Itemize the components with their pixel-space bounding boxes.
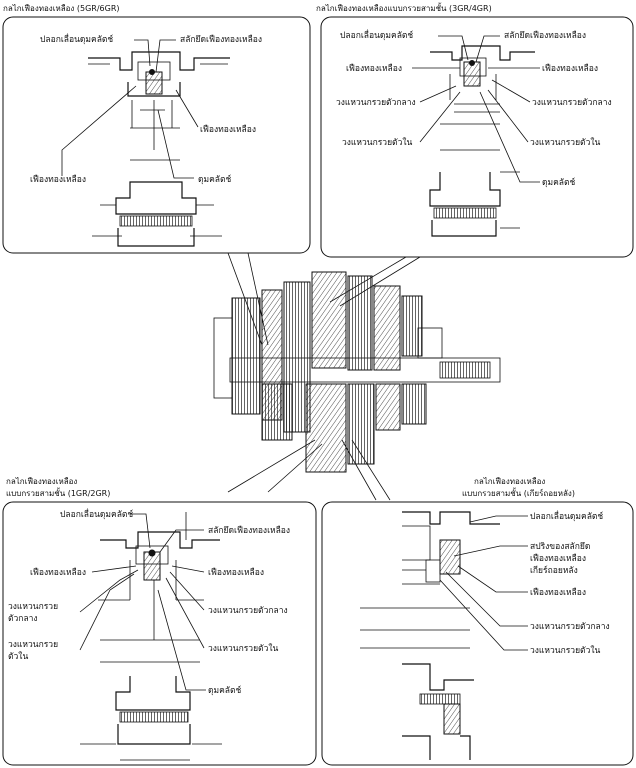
counter-gear-2 [347,383,375,465]
p3-middle-cone-right: วงแหวนกรวยตัวกลาง [208,606,288,616]
p3-key-label: สลักยึดเฟืองทองเหลือง [208,525,290,536]
counter-gear-1 [261,383,293,441]
panel-synchro-3gr-4gr: กลไกเฟืองทองเหลืองแบบกรวยสามชั้น (3GR/4G… [316,2,634,258]
p3-middle-cone-left-1: วงแหวนกรวย [8,602,58,612]
p3-ring-label-right: เฟืองทองเหลือง [208,567,264,578]
panel2-frame [320,16,634,258]
panel3-frame [2,501,317,766]
p4-spring-label-2: เฟืองทองเหลือง [530,553,586,564]
p4-sleeve-label: ปลอกเลื่อนดุมคลัตช์ [530,510,603,522]
panel4-synchro-mechanism [360,511,500,760]
p2-hub-label: ดุมคลัตช์ [542,177,576,188]
gear-4 [347,275,373,371]
p4-spring-label-1: สปริงของสลักยึด [530,542,590,552]
p2-sleeve-label: ปลอกเลื่อนดุมคลัตช์ [340,29,413,41]
p3-ring-label-left: เฟืองทองเหลือง [30,567,86,578]
p2-inner-cone-left: วงแหวนกรวยตัวใน [342,137,412,148]
panel1-frame [2,16,311,254]
p3-inner-cone-left-1: วงแหวนกรวย [8,640,58,650]
reverse-gear [375,383,401,431]
p3-sleeve-label: ปลอกเลื่อนดุมคลัตช์ [60,508,133,520]
p3-inner-cone-left-2: ตัวใน [8,651,28,662]
p1-ring-label-right: เฟืองทองเหลือง [200,124,256,135]
p1-ring-label-left: เฟืองทองเหลือง [30,174,86,185]
p3-middle-cone-left-2: ตัวกลาง [8,614,38,624]
gear-1 [231,297,261,415]
panel4-frame [321,501,634,766]
panel4-caption-line1: กลไกเฟืองทองเหลือง [474,477,545,486]
panel3-caption-line2: แบบกรวยสามชั้น (1GR/2GR) [6,487,110,498]
synchro-1-2 [305,383,347,473]
p1-hub-label: ดุมคลัตช์ [198,174,232,185]
p2-key-label: สลักยึดเฟืองทองเหลือง [504,30,586,41]
p4-spring-label-3: เกียร์ถอยหลัง [530,565,578,576]
p1-sleeve-label: ปลอกเลื่อนดุมคลัตช์ [40,33,113,45]
counter-gear-3 [401,383,427,425]
p3-inner-cone-right: วงแหวนกรวยตัวใน [208,643,278,654]
p4-inner-cone-label: วงแหวนกรวยตัวใน [530,645,600,656]
panel2-synchro-mechanism [429,45,535,237]
panel-synchro-reverse: กลไกเฟืองทองเหลือง แบบกรวยสามชั้น (เกียร… [321,477,634,766]
p4-middle-cone-label: วงแหวนกรวยตัวกลาง [530,622,610,632]
output-spline [439,361,491,379]
gearbox-assembly [213,252,501,501]
panel2-caption: กลไกเฟืองทองเหลืองแบบกรวยสามชั้น (3GR/4G… [316,2,492,13]
p4-ring-label: เฟืองทองเหลือง [530,587,586,598]
gear-6 [401,295,423,357]
panel1-hub-detail [92,181,222,247]
p3-hub-label: ดุมคลัตช์ [208,685,242,696]
p2-inner-cone-right: วงแหวนกรวยตัวใน [530,137,600,148]
p2-ring-label-right: เฟืองทองเหลือง [542,63,598,74]
panel-synchro-5gr-6gr: กลไกเฟืองทองเหลือง (5GR/6GR) [2,4,311,254]
p2-middle-cone-left: วงแหวนกรวยตัวกลาง [336,98,416,108]
panel-synchro-1gr-2gr: กลไกเฟืองทองเหลือง แบบกรวยสามชั้น (1GR/2… [2,477,317,766]
p1-key-label: สลักยึดเฟืองทองเหลือง [180,34,262,45]
synchro-3-4 [311,271,347,369]
panel3-caption-line1: กลไกเฟืองทองเหลือง [6,477,77,486]
p2-middle-cone-right: วงแหวนกรวยตัวกลาง [532,98,612,108]
panel1-synchro-mechanism [88,51,230,161]
panel1-caption: กลไกเฟืองทองเหลือง (5GR/6GR) [3,4,120,13]
gear-5 [373,285,401,371]
panel3-synchro-mechanism [80,512,222,761]
p2-ring-label-left: เฟืองทองเหลือง [346,63,402,74]
panel4-caption-line2: แบบกรวยสามชั้น (เกียร์ถอยหลัง) [462,487,575,498]
